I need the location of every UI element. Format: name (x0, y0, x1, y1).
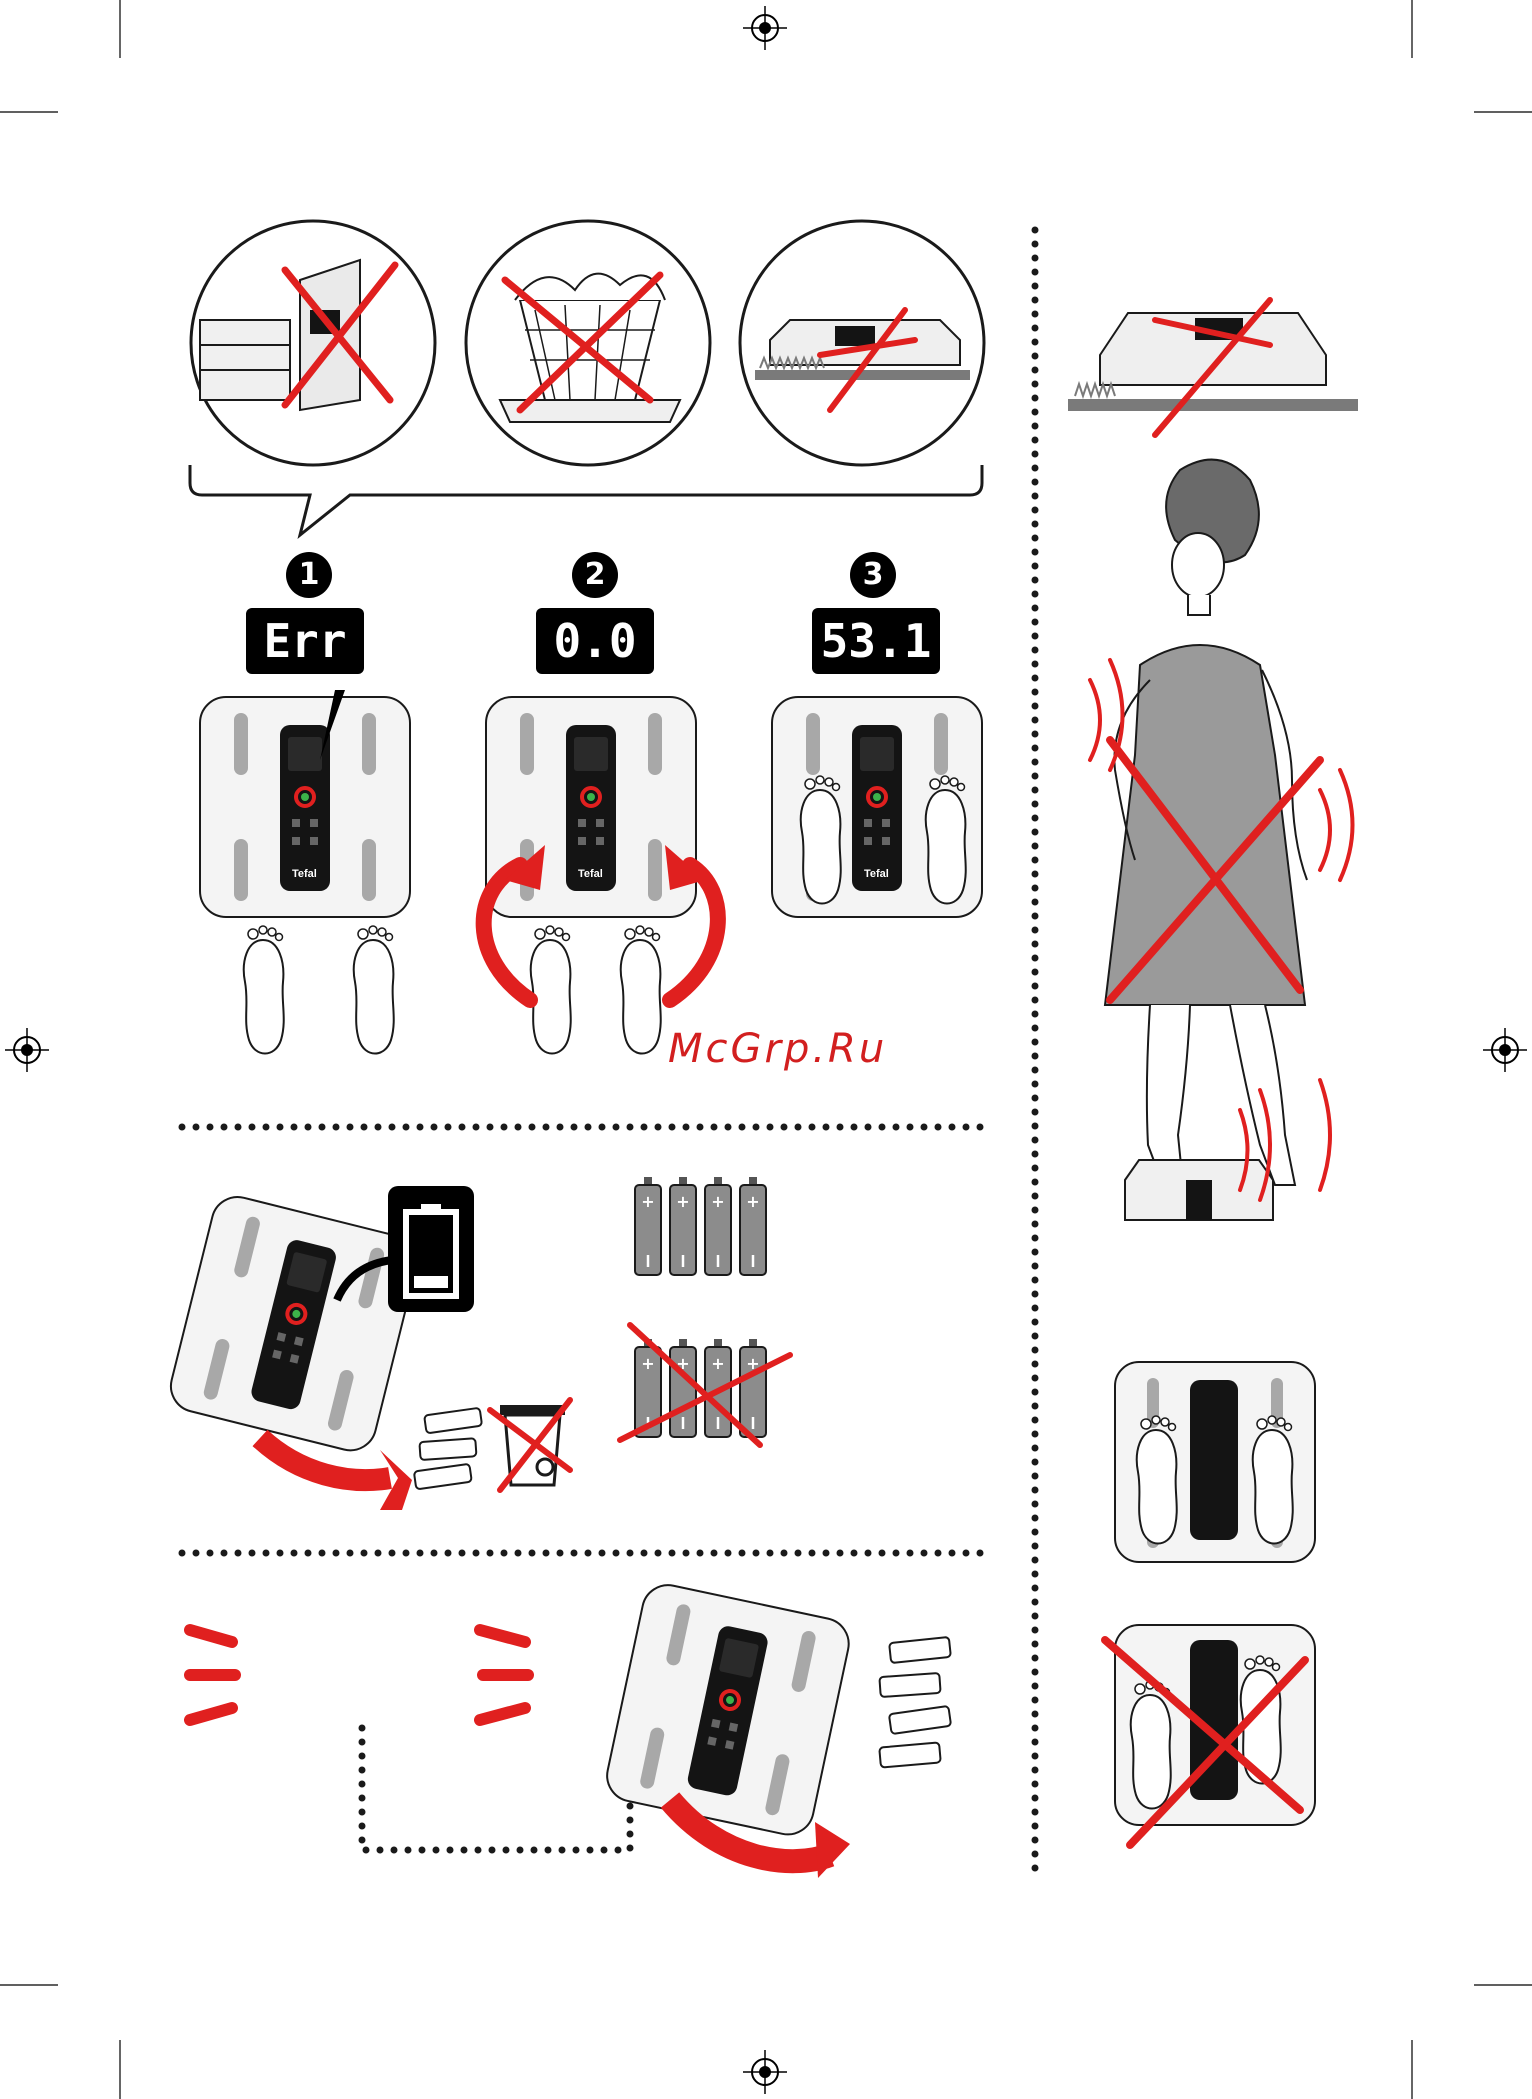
aa-battery-icon (705, 1177, 731, 1275)
brand-label: Tefal (292, 868, 317, 880)
aa-battery-icon (670, 1177, 696, 1275)
battery-set-mixed-prohibited (620, 1325, 790, 1445)
battery-set-good (635, 1177, 766, 1275)
step-number-3: 3 (850, 552, 896, 598)
tilted-scale-bottom (602, 1580, 853, 1839)
registration-mark-icon (1483, 1028, 1527, 1072)
display-readout-2: 0.0 (536, 608, 654, 674)
aa-battery-icon (635, 1177, 661, 1275)
display-readout-3: 53.1 (812, 608, 940, 674)
vibration-lines-icon (190, 1630, 528, 1720)
step-number-1: 1 (286, 552, 332, 598)
brand-label: Tefal (578, 868, 603, 880)
callout-bracket (190, 465, 982, 535)
scale-correct-feet (1115, 1362, 1315, 1562)
circle-bathroom-cabinet (191, 221, 435, 465)
watermark-text: McGrp.Ru (668, 1026, 887, 1072)
recycle-bin-crossed-icon (490, 1400, 570, 1490)
circle-carpet (740, 221, 984, 465)
tilted-scale-battery (165, 1192, 422, 1456)
brand-label: Tefal (864, 868, 889, 880)
scale-wrong-feet-prohibited (1105, 1625, 1315, 1845)
step-number-2: 2 (572, 552, 618, 598)
dotted-connector (362, 1728, 630, 1850)
aa-battery-icon (740, 1177, 766, 1275)
registration-mark-icon (5, 1028, 49, 1072)
loose-batteries (879, 1637, 951, 1768)
woman-standing-on-scale (1090, 460, 1353, 1220)
loose-batteries (414, 1408, 482, 1490)
curved-arrow-icon (815, 1822, 850, 1878)
circle-laundry-basket (466, 221, 710, 465)
scale-on-carpet-prohibited (1068, 300, 1358, 435)
scale-step-3 (772, 697, 982, 917)
registration-mark-icon (743, 2050, 787, 2094)
display-readout-1: Err (246, 608, 364, 674)
registration-mark-icon (743, 6, 787, 50)
